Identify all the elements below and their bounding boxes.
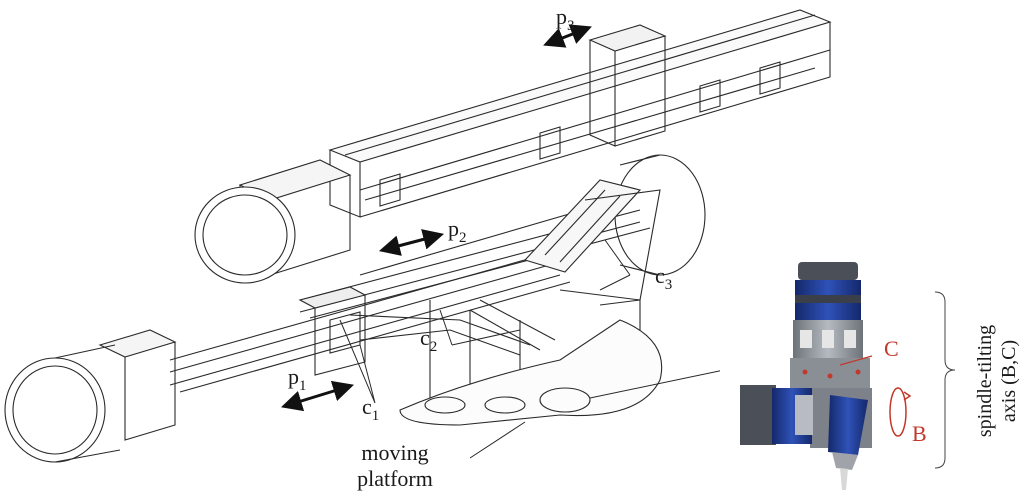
spindle-head xyxy=(720,255,912,490)
rail-p2 xyxy=(194,159,651,319)
rail-p3 xyxy=(328,9,832,276)
label-p3: p3 xyxy=(556,4,575,34)
label-axis-c: C xyxy=(884,336,899,361)
motion-arrows xyxy=(280,24,592,412)
label-axis-b: B xyxy=(912,421,927,446)
arrow-p1 xyxy=(280,380,355,412)
label-spindle-tilting-axis: spindle-tilting axis (B,C) xyxy=(974,324,1020,438)
label-c2: c2 xyxy=(420,325,438,355)
linkages xyxy=(349,179,663,426)
brace xyxy=(934,291,956,469)
arrow-p3 xyxy=(543,24,592,48)
label-moving-platform: moving platform xyxy=(357,440,433,491)
label-p2: p2 xyxy=(448,216,467,246)
label-c1: c1 xyxy=(362,394,380,424)
label-c3: c3 xyxy=(655,263,673,293)
rail-p1 xyxy=(4,249,571,463)
label-p1: p1 xyxy=(288,364,307,394)
arrow-p2 xyxy=(378,229,445,256)
